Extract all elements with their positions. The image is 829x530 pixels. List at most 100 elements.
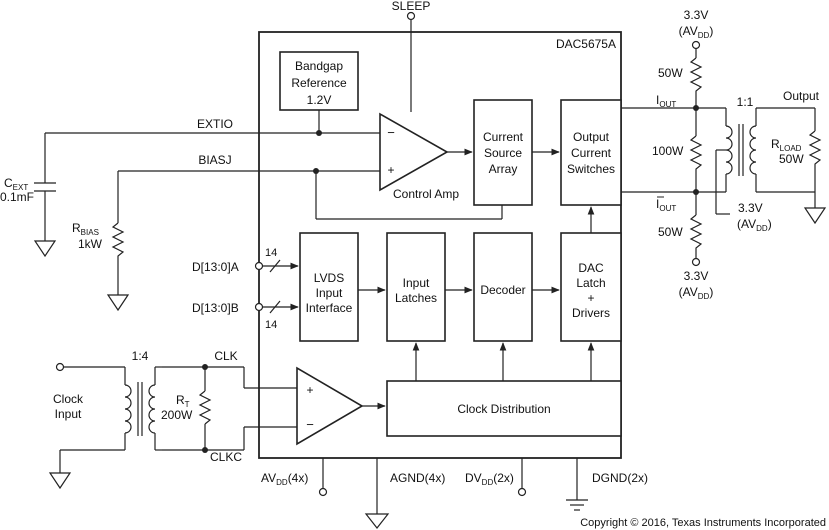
extio-pin: EXTIO xyxy=(44,117,380,183)
svg-text:3.3V: 3.3V xyxy=(684,269,709,283)
svg-text:+: + xyxy=(306,383,313,397)
svg-text:DAC: DAC xyxy=(578,261,604,275)
svg-text:Switches: Switches xyxy=(567,162,615,176)
svg-text:Current: Current xyxy=(483,130,524,144)
svg-text:(AVDD): (AVDD) xyxy=(679,285,714,301)
svg-text:AGND(4x): AGND(4x) xyxy=(390,471,445,485)
svg-text:50W: 50W xyxy=(658,225,683,239)
chip-name: DAC5675A xyxy=(556,37,616,51)
current-source-array-block: Current Source Array xyxy=(473,99,533,206)
clock-input-label: Clock Input xyxy=(53,392,84,421)
clkc-net: CLKC xyxy=(162,426,297,464)
svg-text:Array: Array xyxy=(489,162,518,176)
svg-text:14: 14 xyxy=(265,247,277,259)
svg-text:−: − xyxy=(306,417,314,432)
agnd-pin: AGND(4x) xyxy=(364,458,445,529)
output-current-switches-block: Output Current Switches xyxy=(560,99,622,206)
svg-text:BIASJ: BIASJ xyxy=(198,153,231,167)
svg-text:0.1mF: 0.1mF xyxy=(0,190,34,204)
data-bus-b: D[13:0]B 14 xyxy=(192,300,299,331)
svg-text:DVDD(2x): DVDD(2x) xyxy=(465,471,514,487)
svg-text:Reference: Reference xyxy=(291,76,347,90)
dgnd-pin: DGND(2x) xyxy=(566,458,648,511)
bandgap-reference-block: Bandgap Reference 1.2V xyxy=(279,51,359,111)
svg-text:−: − xyxy=(387,125,395,140)
svg-text:3.3V: 3.3V xyxy=(684,8,709,22)
svg-text:Input: Input xyxy=(403,276,430,290)
svg-text:3.3V: 3.3V xyxy=(738,201,763,215)
svg-text:CLKC: CLKC xyxy=(210,450,242,464)
svg-text:Clock Distribution: Clock Distribution xyxy=(457,402,550,416)
svg-text:1:4: 1:4 xyxy=(132,349,149,363)
copyright: Copyright © 2016, Texas Instruments Inco… xyxy=(580,517,826,529)
svg-text:RBIAS: RBIAS xyxy=(72,221,99,237)
clock-receiver-amp: + − xyxy=(296,366,364,446)
clock-distribution-block: Clock Distribution xyxy=(386,380,622,437)
data-bus-a: D[13:0]A 14 xyxy=(192,247,299,274)
svg-text:1.2V: 1.2V xyxy=(307,93,332,107)
svg-text:+: + xyxy=(387,163,394,177)
cext-capacitor: CEXT 0.1mF xyxy=(0,176,57,258)
svg-text:Source: Source xyxy=(484,146,522,160)
svg-text:RT: RT xyxy=(176,393,190,409)
decoder-block: Decoder xyxy=(473,232,533,342)
svg-text:100W: 100W xyxy=(652,144,684,158)
avdd-pin: AVDD(4x) xyxy=(261,458,328,497)
svg-text:AVDD(4x): AVDD(4x) xyxy=(261,471,308,487)
svg-text:DGND(2x): DGND(2x) xyxy=(592,471,648,485)
svg-text:D[13:0]B: D[13:0]B xyxy=(192,301,239,315)
svg-text:50W: 50W xyxy=(779,152,804,166)
resistor-50-top: 50W xyxy=(658,48,703,108)
dvdd-pin: DVDD(2x) xyxy=(465,458,527,497)
svg-text:IOUT: IOUT xyxy=(656,93,676,109)
svg-text:SLEEP: SLEEP xyxy=(392,0,431,13)
svg-text:Bandgap: Bandgap xyxy=(295,59,343,73)
input-latches-block: Input Latches xyxy=(386,232,446,342)
svg-text:Latch: Latch xyxy=(576,276,605,290)
svg-text:Clock: Clock xyxy=(53,392,84,406)
svg-text:LVDS: LVDS xyxy=(314,271,344,285)
lvds-input-block: LVDS Input Interface xyxy=(299,232,359,342)
svg-text:Decoder: Decoder xyxy=(480,283,525,297)
rt-resistor: RT 200W xyxy=(161,367,212,450)
clk-net: CLK xyxy=(162,349,297,389)
svg-text:Output: Output xyxy=(783,89,820,103)
dac-latch-drivers-block: DAC Latch + Drivers xyxy=(560,232,622,342)
svg-text:Input: Input xyxy=(55,407,82,421)
svg-text:200W: 200W xyxy=(161,408,193,422)
clock-transformer: 1:4 xyxy=(48,349,162,490)
svg-text:CEXT: CEXT xyxy=(4,176,28,192)
svg-text:1kW: 1kW xyxy=(78,237,103,251)
svg-text:CLK: CLK xyxy=(214,349,237,363)
supply-top: 3.3V (AVDD) xyxy=(679,8,714,50)
svg-text:Latches: Latches xyxy=(395,291,437,305)
control-amp: − + Control Amp xyxy=(379,112,459,201)
rbias-resistor: RBIAS 1kW xyxy=(72,221,130,312)
iout-bar-net: IOUT xyxy=(621,189,726,213)
iout-net: IOUT xyxy=(621,93,726,111)
svg-text:Current: Current xyxy=(571,146,612,160)
resistor-50-bottom: 50W xyxy=(658,192,703,258)
svg-text:(AVDD): (AVDD) xyxy=(679,24,714,40)
svg-text:IOUT: IOUT xyxy=(656,197,676,213)
biasj-pin: BIASJ xyxy=(117,153,503,223)
svg-text:14: 14 xyxy=(265,319,277,331)
svg-text:D[13:0]A: D[13:0]A xyxy=(192,260,239,274)
svg-text:(AVDD): (AVDD) xyxy=(737,217,772,233)
svg-text:Interface: Interface xyxy=(306,301,353,315)
resistor-100-mid: 100W xyxy=(652,108,703,192)
output-transformer: 1:1 xyxy=(715,95,815,215)
supply-bottom: 3.3V (AVDD) xyxy=(679,257,714,301)
rload-resistor: Output RLOAD 50W xyxy=(771,89,827,225)
svg-text:50W: 50W xyxy=(658,66,683,80)
svg-text:EXTIO: EXTIO xyxy=(197,117,233,131)
svg-text:Control Amp: Control Amp xyxy=(393,187,459,201)
sleep-pin: SLEEP xyxy=(392,0,431,112)
svg-text:Drivers: Drivers xyxy=(572,306,610,320)
svg-text:Input: Input xyxy=(316,286,343,300)
svg-text:RLOAD: RLOAD xyxy=(771,137,802,153)
supply-center-tap: 3.3V (AVDD) xyxy=(737,201,772,233)
svg-text:1:1: 1:1 xyxy=(737,95,754,109)
svg-text:+: + xyxy=(587,291,594,305)
